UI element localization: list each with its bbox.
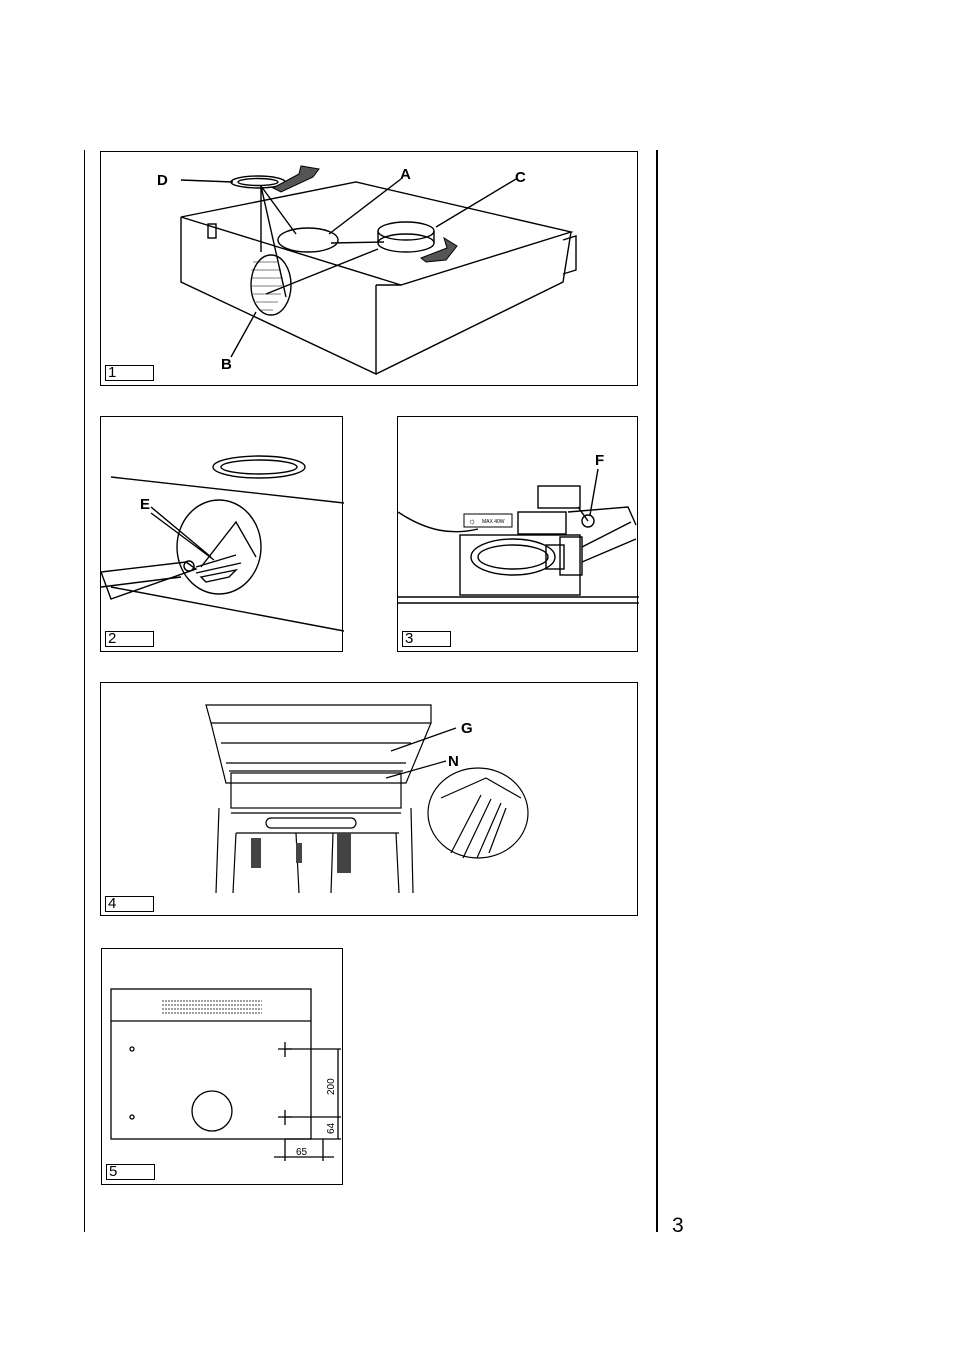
figure-5: 200 64 65 5 xyxy=(101,948,343,1185)
left-margin-line xyxy=(84,150,85,1232)
figure-4-drawing: G N xyxy=(101,683,639,917)
figure-1-drawing: D A C B xyxy=(101,152,639,387)
label-b: B xyxy=(221,356,232,373)
figure-2: E 2 xyxy=(100,416,343,652)
figure-4-number: 4 xyxy=(105,896,154,912)
figure-2-number: 2 xyxy=(105,631,154,647)
label-n: N xyxy=(448,753,459,770)
label-f: F xyxy=(595,452,604,469)
dim-200: 200 xyxy=(326,1078,337,1095)
figure-3: ☼ MAX 40W F 3 xyxy=(397,416,638,652)
label-c: C xyxy=(515,169,526,186)
figure-3-number: 3 xyxy=(402,631,451,647)
figure-2-drawing: E xyxy=(101,417,344,653)
figure-3-drawing: ☼ MAX 40W F xyxy=(398,417,639,653)
lamp-icon: ☼ xyxy=(468,516,476,526)
figure-5-number: 5 xyxy=(106,1164,155,1180)
figure-4: G N 4 xyxy=(100,682,638,916)
label-g: G xyxy=(461,720,473,737)
label-a: A xyxy=(400,166,411,183)
figure-1: D A C B 1 xyxy=(100,151,638,386)
page-number: 3 xyxy=(672,1214,684,1238)
right-margin-line xyxy=(656,150,658,1232)
dim-64: 64 xyxy=(326,1122,337,1134)
dim-65: 65 xyxy=(296,1147,308,1158)
figure-1-number: 1 xyxy=(105,365,154,381)
label-max-40w: MAX 40W xyxy=(482,519,505,525)
label-e: E xyxy=(140,496,150,513)
label-d: D xyxy=(157,172,168,189)
figure-5-drawing: 200 64 65 xyxy=(102,949,344,1186)
